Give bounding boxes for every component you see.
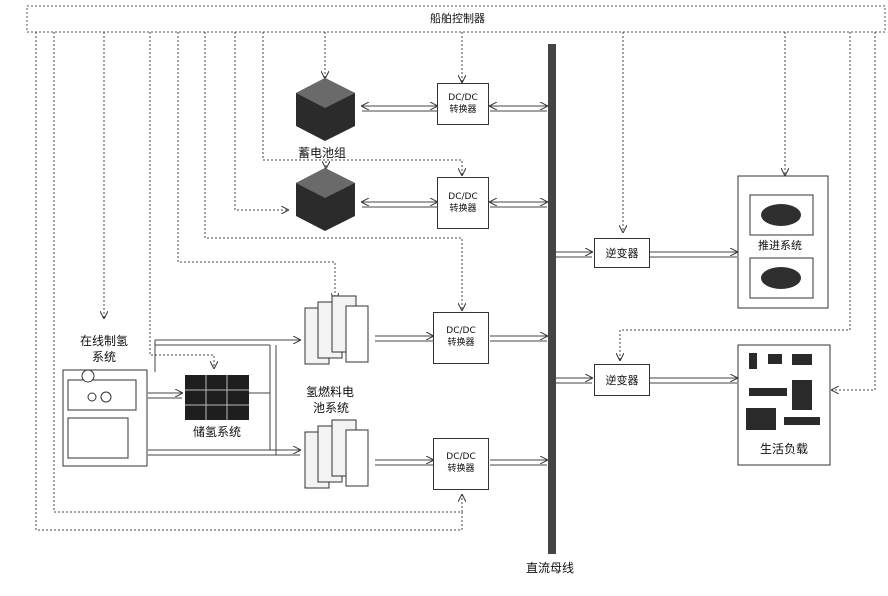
inverter-label: 逆变器 — [595, 248, 649, 259]
hydrogen-production-label: 在线制氢 — [80, 334, 128, 348]
converter-line2: 转换器 — [438, 204, 488, 215]
converter-line2: 转换器 — [434, 338, 488, 349]
converter-line1: DC/DC — [434, 452, 488, 463]
hydrogen-tank-icon — [185, 375, 249, 420]
converter-line1: DC/DC — [434, 326, 488, 337]
converter-line2: 转换器 — [438, 105, 488, 116]
dc-dc-converter: DC/DC 转换器 — [437, 83, 489, 125]
hydrogen-production-label: 系统 — [92, 350, 116, 364]
inverter-label: 逆变器 — [595, 375, 649, 386]
converter-line1: DC/DC — [438, 93, 488, 104]
controller-label: 船舶控制器 — [430, 12, 485, 26]
battery-label: 蓄电池组 — [298, 146, 346, 160]
hydrogen-storage-label: 储氢系统 — [193, 425, 241, 439]
converter-line1: DC/DC — [438, 192, 488, 203]
living-load-label: 生活负载 — [760, 442, 808, 456]
dc-dc-converter: DC/DC 转换器 — [433, 312, 489, 364]
fuel-cell-label: 氢燃料电 — [306, 385, 354, 399]
dc-bus-bar — [548, 44, 556, 554]
dc-dc-converter: DC/DC 转换器 — [437, 177, 489, 229]
electrolyzer-icon — [63, 370, 147, 466]
propulsion-label: 推进系统 — [758, 239, 802, 253]
inverter: 逆变器 — [594, 238, 650, 268]
converter-line2: 转换器 — [434, 464, 488, 475]
dc-bus-label: 直流母线 — [526, 561, 574, 575]
fuel-cell-label: 池系统 — [313, 401, 349, 415]
dc-dc-converter: DC/DC 转换器 — [433, 438, 489, 490]
inverter: 逆变器 — [594, 364, 650, 396]
